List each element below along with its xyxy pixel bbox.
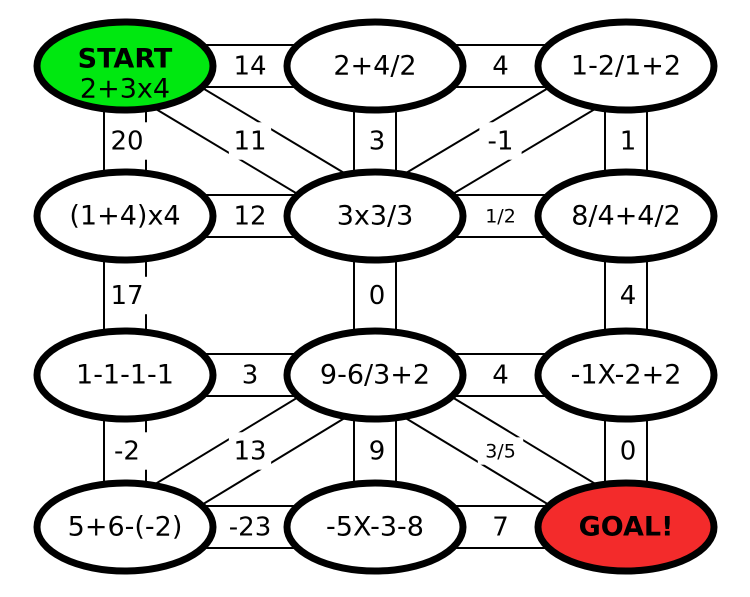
- node-label: START: [78, 44, 173, 75]
- node-n42[interactable]: -5X-3-8: [283, 479, 467, 575]
- edge-weight: 14: [233, 52, 266, 82]
- edge-label-e-n23-n33: 4: [614, 276, 642, 315]
- edge-label-e-n32-n42: 9: [363, 432, 391, 470]
- node-label: -1X-2+2: [571, 360, 682, 391]
- node-n21[interactable]: (1+4)x4: [33, 168, 217, 264]
- edge-label-e-n42-n43: 7: [487, 508, 514, 546]
- node-n41[interactable]: 5+6-(-2): [33, 479, 217, 575]
- edge-weight: 3: [369, 127, 386, 157]
- node-label: 1-1-1-1: [76, 360, 174, 391]
- edge-label-e-n12-n13: 4: [487, 47, 514, 85]
- edge-weight: -2: [114, 437, 140, 467]
- edge-label-e-n13-n23: 1: [614, 122, 642, 160]
- edge-weight: 4: [620, 281, 637, 311]
- edge-weight: 3/5: [485, 441, 516, 463]
- edge-label-e-n11-n22: 11: [228, 122, 272, 160]
- edge-label-e-n32-n33: 4: [487, 356, 514, 394]
- node-label: 3x3/3: [337, 201, 414, 232]
- edge-label-e-n11-n12: 14: [228, 47, 272, 85]
- edge-label-e-n11-n21: 20: [105, 122, 149, 160]
- node-n23[interactable]: 8/4+4/2: [534, 168, 718, 264]
- edge-weight: -1: [488, 127, 514, 157]
- node-n12[interactable]: 2+4/2: [283, 18, 467, 114]
- edge-label-e-n22-n13: -1: [479, 122, 522, 160]
- edge-weight: 7: [492, 513, 509, 543]
- edge-label-e-n41-n42: -23: [220, 508, 280, 546]
- edge-label-e-n22-n32: 0: [363, 276, 391, 315]
- edge-weight: 4: [492, 361, 509, 391]
- edge-label-e-n22-n23: 1/2: [477, 202, 524, 230]
- edge-weight: 13: [233, 437, 266, 467]
- edge-weight: 20: [110, 127, 143, 157]
- edge-weight: 11: [233, 127, 266, 157]
- edge-weight: 1: [620, 127, 637, 157]
- edge-label-e-n32-n41: 13: [228, 432, 272, 470]
- edge-label-e-n33-n43: 0: [614, 432, 642, 470]
- edge-labels-layer: 14 4 12 1/2 3 4 -23 7 20 3 1 17 0 4 -2 9 0 11 -1 13 3/5: [105, 47, 642, 546]
- edge-label-e-n32-n43: 3/5: [477, 437, 524, 465]
- node-label: 9-6/3+2: [320, 360, 430, 391]
- node-sublabel: 2+3x4: [80, 74, 170, 105]
- node-n32[interactable]: 9-6/3+2: [283, 327, 467, 423]
- edge-weight: 0: [620, 437, 637, 467]
- node-n33[interactable]: -1X-2+2: [534, 327, 718, 423]
- node-label: (1+4)x4: [69, 201, 180, 232]
- edge-weight: 4: [492, 52, 509, 82]
- edge-weight: 9: [369, 437, 386, 467]
- node-label: GOAL!: [579, 512, 674, 543]
- edge-label-e-n12-n22: 3: [363, 122, 391, 160]
- edge-label-e-n21-n22: 12: [228, 197, 272, 235]
- node-label: -5X-3-8: [326, 512, 424, 543]
- node-label: 1-2/1+2: [571, 51, 681, 82]
- edge-weight: 17: [110, 281, 143, 311]
- node-n13[interactable]: 1-2/1+2: [534, 18, 718, 114]
- node-n31[interactable]: 1-1-1-1: [33, 327, 217, 423]
- edge-weight: -23: [229, 513, 271, 543]
- edge-weight: 0: [369, 281, 386, 311]
- edge-weight: 1/2: [485, 206, 516, 228]
- edge-weight: 12: [233, 202, 266, 232]
- node-label: 5+6-(-2): [68, 512, 183, 543]
- node-label: 2+4/2: [333, 51, 416, 82]
- edge-label-e-n21-n31: 17: [105, 276, 149, 315]
- edge-label-e-n31-n32: 3: [236, 356, 264, 394]
- node-n43[interactable]: GOAL!: [534, 479, 718, 575]
- node-label: 8/4+4/2: [571, 201, 681, 232]
- edge-weight: 3: [242, 361, 259, 391]
- edge-label-e-n31-n41: -2: [105, 432, 149, 470]
- node-n22[interactable]: 3x3/3: [283, 168, 467, 264]
